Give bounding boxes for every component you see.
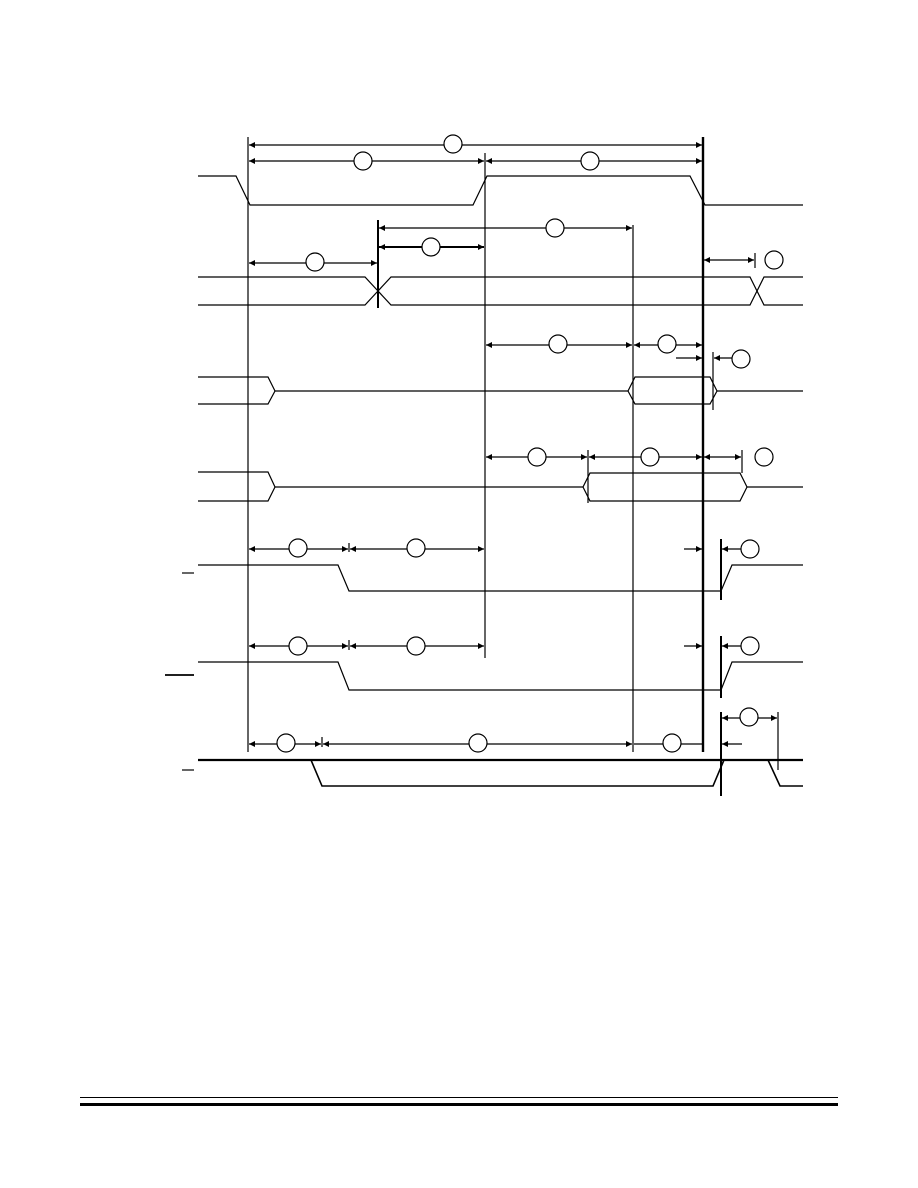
timing-arrows: [249, 142, 777, 747]
timing-callouts: [276, 134, 784, 753]
signal-row-3: [198, 376, 803, 405]
callout-19: [740, 636, 760, 656]
callout-17: [288, 636, 308, 656]
callout-5: [421, 237, 441, 257]
callout-21: [276, 733, 296, 753]
footer-rule-thin: [80, 1097, 838, 1098]
callout-13: [754, 447, 774, 467]
signal-row-5: [182, 564, 803, 592]
callout-4: [545, 218, 565, 238]
callout-23: [662, 733, 682, 753]
callout-7: [764, 250, 784, 270]
callout-2: [353, 151, 373, 171]
signal-row-7: [182, 758, 803, 787]
callout-14: [288, 538, 308, 558]
callout-16: [740, 539, 760, 559]
callout-20: [739, 707, 759, 727]
callout-9: [657, 334, 677, 354]
callout-22: [468, 733, 488, 753]
callout-3: [580, 151, 600, 171]
callout-1: [443, 134, 463, 154]
callout-8: [548, 334, 568, 354]
signal-row-4: [198, 471, 803, 502]
signal-row-6: [165, 661, 803, 691]
callout-15: [406, 538, 426, 558]
reference-lines: [247, 137, 779, 796]
footer-rule-thick: [80, 1103, 838, 1106]
signal-row-2: [198, 276, 803, 306]
callout-12: [640, 447, 660, 467]
callout-10: [731, 349, 751, 369]
callout-11: [527, 447, 547, 467]
callout-18: [406, 636, 426, 656]
callout-6: [305, 252, 325, 272]
signal-row-1: [198, 175, 803, 206]
